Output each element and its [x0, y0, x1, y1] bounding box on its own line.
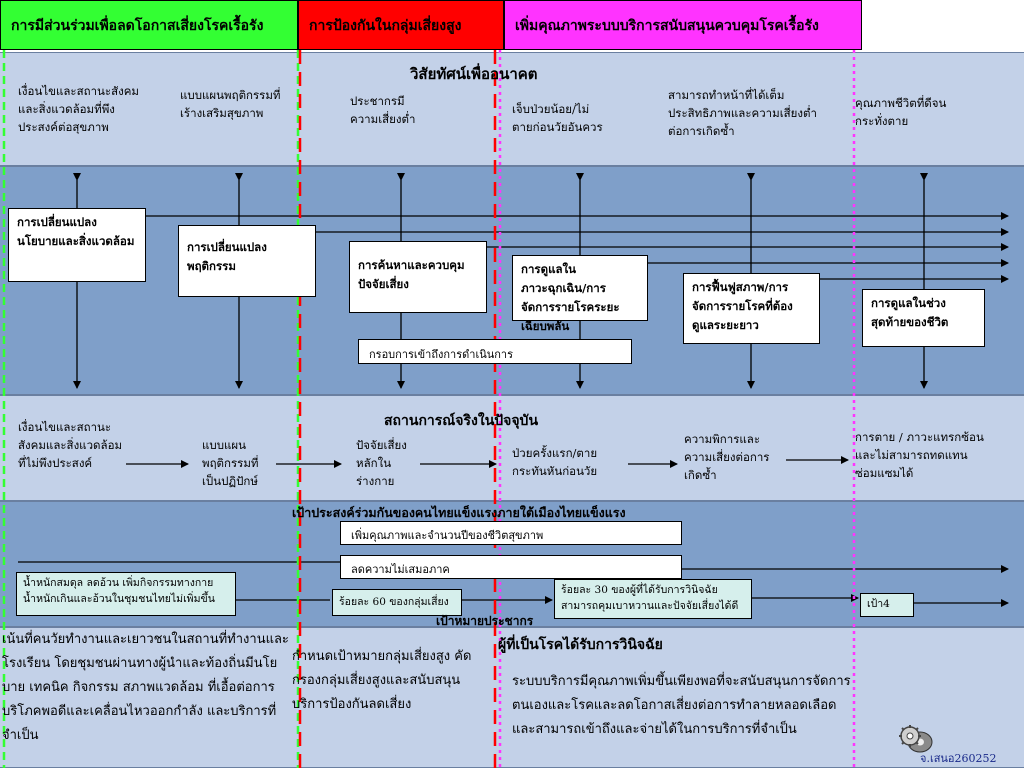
vision-title: วิสัยทัศน์เพื่ออนาคต	[410, 65, 538, 83]
target-risk-group-60: ร้อยละ 60 ของกลุ่มเสี่ยง	[332, 589, 462, 616]
intervention-rehabilitation: การฟื้นฟูสภาพ/การจัดการรายโรคที่ต้องดูแล…	[683, 273, 820, 344]
intervention-end-of-life: การดูแลในช่วงสุดท้ายของชีวิต	[862, 289, 985, 347]
current-item-6: การตาย / ภาวะแทรกซ้อนและไม่สามารถทดแทนซ่…	[855, 430, 984, 480]
bottom-high-risk-text: กำหนดเป้าหมายกลุ่มเสี่ยงสูง คัดกรองกลุ่ม…	[292, 649, 472, 712]
header-tab-service-quality-label: เพิ่มคุณภาพระบบบริการสนับสนุนควบคุมโรคเร…	[515, 18, 819, 34]
framework-bar: กรอบการเข้าถึงการดำเนินการ	[358, 339, 632, 364]
current-item-5: ความพิการและความเสี่ยงต่อการเกิดซ้ำ	[684, 432, 770, 482]
gear-disc-icon	[898, 722, 934, 756]
current-item-2: แบบแผนพฤติกรรมที่เป็นปฏิปักษ์	[202, 438, 259, 488]
header-tab-participation: การมีส่วนร่วมเพื่อลดโอกาสเสี่ยงโรคเรื้อร…	[0, 0, 298, 50]
header-tab-high-risk: การป้องกันในกลุ่มเสี่ยงสูง	[298, 0, 504, 50]
target-weight-balance: น้ำหนักสมดุล ลดอ้วน เพิ่มกิจกรรมทางกาย น…	[16, 572, 236, 616]
bottom-diagnosed-title: ผู้ที่เป็นโรคได้รับการวินิจฉัย	[498, 637, 663, 653]
target-diagnosed-30: ร้อยละ 30 ของผู้ที่ได้รับการวินิจฉัย สาม…	[554, 579, 752, 619]
vision-item-1: เงื่อนไขและสถานะสังคมและสิ่งแวดล้อมที่พึ…	[18, 84, 139, 134]
vision-item-5: สามารถทำหน้าที่ได้เต็มประสิทธิภาพและความ…	[668, 88, 817, 138]
header-tab-service-quality: เพิ่มคุณภาพระบบบริการสนับสนุนควบคุมโรคเร…	[504, 0, 862, 50]
current-item-4: ป่วยครั้งแรก/ตายกระทันหันก่อนวัย	[512, 446, 598, 478]
header-tab-high-risk-label: การป้องกันในกลุ่มเสี่ยงสูง	[309, 18, 462, 34]
goal-bar-quality-years: เพิ่มคุณภาพและจำนวนปีของชีวิตสุขภาพ	[340, 521, 682, 545]
bottom-participation-text: เน้นที่คนวัยทำงานและเยาวชนในสถานที่ทำงาน…	[2, 632, 289, 743]
vision-item-4: เจ็บป่วยน้อย/ไม่ตายก่อนวัยอันควร	[512, 102, 603, 134]
intervention-risk-detection: การค้นหาและควบคุมปัจจัยเสี่ยง	[349, 241, 487, 313]
intervention-behavior-change: การเปลี่ยนแปลงพฤติกรรม	[178, 225, 316, 297]
vision-item-3: ประชากรมีความเสี่ยงต่ำ	[350, 94, 416, 126]
vision-item-2: แบบแผนพฤติกรรมที่เร้างเสริมสุขภาพ	[180, 88, 281, 120]
bottom-service-text: ระบบบริการมีคุณภาพเพิ่มขึ้นเพียงพอที่จะส…	[512, 674, 851, 737]
current-band	[0, 395, 1024, 501]
footer-credit: จ.เสนอ260252	[920, 752, 997, 765]
goal-subtitle: เป้าหมายประชากร	[436, 614, 534, 628]
current-title: สถานการณ์จริงในปัจจุบัน	[384, 413, 539, 429]
current-item-3: ปัจจัยเสี่ยงหลักในร่างกาย	[356, 438, 407, 488]
vision-item-6: คุณภาพชีวิตที่ดีจนกระทั่งตาย	[855, 96, 947, 128]
header-tab-participation-label: การมีส่วนร่วมเพื่อลดโอกาสเสี่ยงโรคเรื้อร…	[11, 18, 264, 34]
gear-disc-graphic	[899, 725, 933, 753]
goal-title: เป้าประสงค์ร่วมกันของคนไทยแข็งแรงภายใต้เ…	[292, 505, 626, 520]
goal-bar-inequality: ลดความไม่เสมอภาค	[340, 555, 682, 579]
intervention-emergency-care: การดูแลในภาวะฉุกเฉิน/การจัดการรายโรคระยะ…	[512, 255, 648, 333]
target-4: เป้า4	[860, 593, 914, 617]
intervention-policy-environment: การเปลี่ยนแปลงนโยบายและสิ่งแวดล้อม	[8, 208, 146, 282]
current-item-1: เงื่อนไขและสถานะสังคมและสิ่งแวดล้อมที่ไม…	[18, 420, 123, 470]
